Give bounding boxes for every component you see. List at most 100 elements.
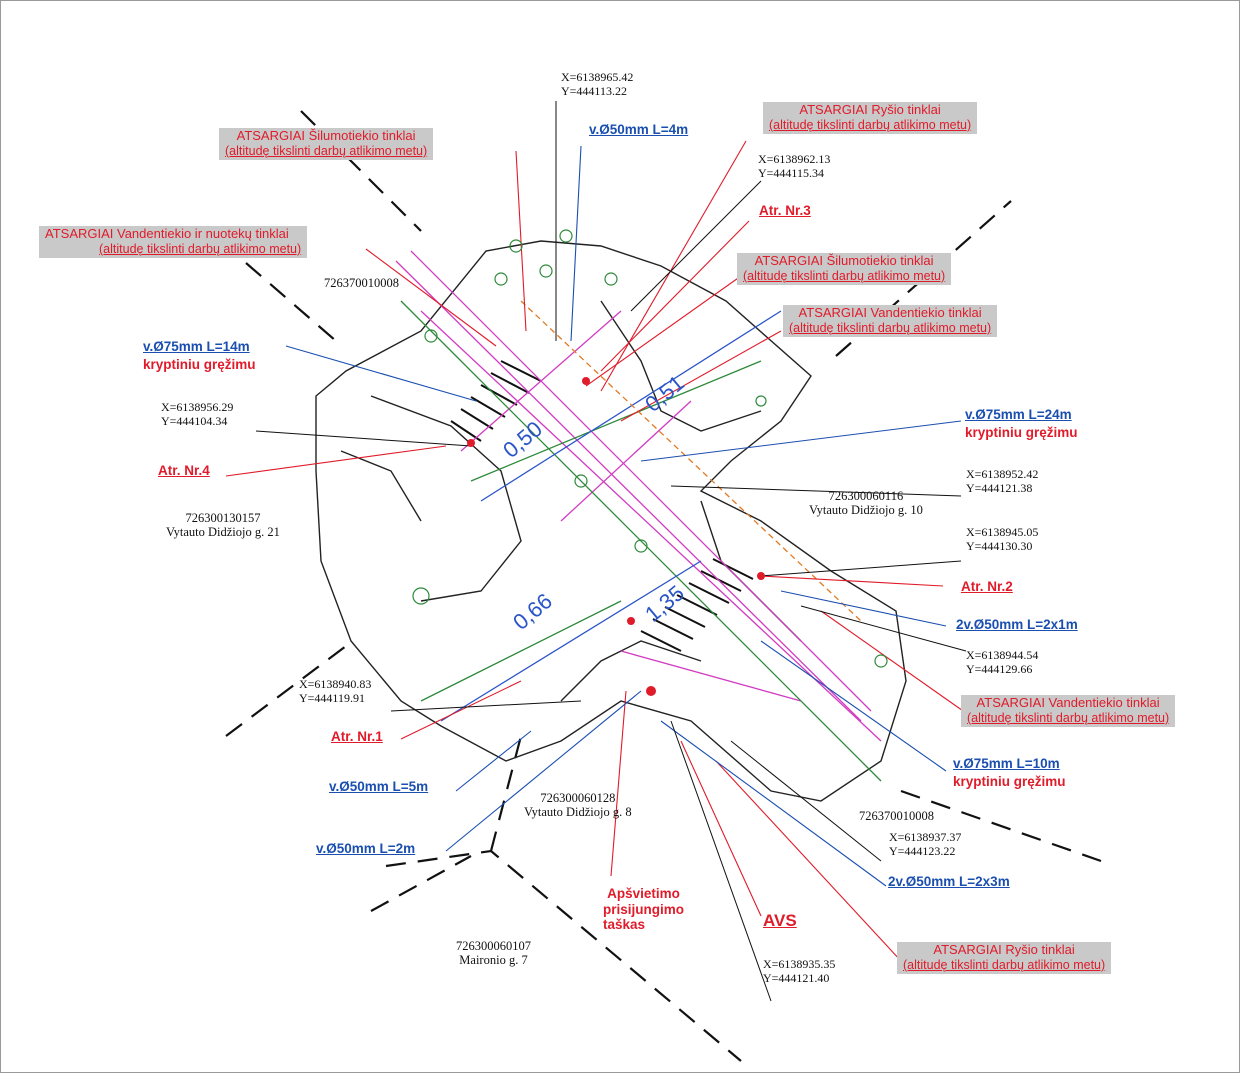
warning-title: ATSARGIAI Šilumotiekio tinklai	[754, 253, 934, 268]
marker-atr-4: Atr. Nr.4	[158, 463, 210, 478]
pipe-label-75-10m: v.Ø75mm L=10m kryptiniu gręžimu	[953, 755, 1066, 792]
pipe-label-50-4m: v.Ø50mm L=4m	[589, 122, 689, 137]
coordinate-8: X=6138937.37 Y=444123.22	[889, 830, 962, 859]
parcel-address: Vytauto Didžiojo g. 10	[809, 503, 923, 518]
leader-lines-black	[255, 101, 967, 1002]
coord-x: X=6138952.42	[966, 467, 1039, 481]
plan-value-135: 1,35	[640, 580, 689, 627]
coord-x: X=6138937.37	[889, 830, 962, 844]
marker-line-3: taškas	[603, 917, 646, 933]
warning-vandentiekio-right: ATSARGIAI Vandentiekio tinklai (altitudę…	[783, 305, 998, 338]
warning-rysio-bottom: ATSARGIAI Ryšio tinklai (altitudę tiksli…	[897, 942, 1112, 975]
coord-y: Y=444123.22	[889, 843, 956, 858]
coord-y: Y=444104.34	[161, 413, 228, 428]
parcel-id: 726370010008	[324, 276, 399, 290]
pipe-method: kryptiniu gręžimu	[143, 357, 256, 373]
parcel-label: 726300060107 Maironio g. 7	[456, 939, 531, 968]
coord-x: X=6138956.29	[161, 400, 234, 414]
warning-note: (altitudę tikslinti darbų atlikimo metu)	[789, 320, 992, 335]
coordinate-9: X=6138935.35 Y=444121.40	[763, 957, 836, 986]
marker-line-2: prisijungimo	[603, 901, 684, 917]
pipe-label-2x50-1m: 2v.Ø50mm L=2x1m	[956, 617, 1078, 632]
warning-note: (altitudę tikslinti darbų atlikimo metu)	[743, 268, 946, 283]
warning-note: (altitudę tikslinti darbų atlikimo metu)	[903, 957, 1106, 972]
coordinate-3: X=6138956.29 Y=444104.34	[161, 400, 234, 429]
parcel-label: 726300130157 Vytauto Didžiojo g. 21	[166, 511, 280, 540]
coord-y: Y=444130.30	[966, 538, 1033, 553]
utility-lines-green	[400, 300, 882, 782]
parcel-label: 726370010008	[324, 276, 399, 290]
coord-y: Y=444115.34	[758, 165, 824, 180]
pipe-method: kryptiniu gręžimu	[953, 774, 1066, 790]
coord-x: X=6138944.54	[966, 648, 1039, 662]
coord-y: Y=444129.66	[966, 661, 1033, 676]
coord-y: Y=444121.38	[966, 480, 1033, 495]
marker-atr-3: Atr. Nr.3	[759, 203, 811, 218]
parcel-id: 726300130157	[185, 511, 261, 525]
pipe-size: v.Ø75mm L=24m	[965, 407, 1072, 422]
pipe-label-75-14m: v.Ø75mm L=14m kryptiniu gręžimu	[143, 338, 256, 375]
coord-y: Y=444119.91	[299, 690, 365, 705]
parcel-id: 726370010008	[859, 809, 934, 823]
warning-note: (altitudę tikslinti darbų atlikimo metu)	[967, 710, 1170, 725]
coord-x: X=6138940.83	[299, 677, 372, 691]
coordinate-4: X=6138952.42 Y=444121.38	[966, 467, 1039, 496]
leader-lines-red	[225, 140, 967, 962]
coord-x: X=6138962.13	[758, 152, 831, 166]
crosswalk-north	[450, 360, 542, 442]
parcel-id: 726300060116	[828, 489, 904, 503]
pipe-label-2x50-3m: 2v.Ø50mm L=2x3m	[888, 874, 1010, 889]
pipe-label-50-2m: v.Ø50mm L=2m	[316, 841, 416, 856]
coord-y: Y=444113.22	[561, 83, 627, 98]
coordinate-7: X=6138940.83 Y=444119.91	[299, 677, 372, 706]
tree-symbols	[412, 229, 888, 668]
pipe-size: v.Ø75mm L=14m	[143, 339, 250, 354]
marker-avs: AVS	[763, 911, 797, 930]
marker-atr-1: Atr. Nr.1	[331, 729, 383, 744]
warning-title: ATSARGIAI Ryšio tinklai	[799, 102, 941, 117]
marker-atr-2: Atr. Nr.2	[961, 579, 1013, 594]
pipe-label-75-24m: v.Ø75mm L=24m kryptiniu gręžimu	[965, 406, 1078, 443]
parcel-address: Vytauto Didžiojo g. 8	[524, 805, 632, 820]
parcel-id: 726300060107	[456, 939, 531, 953]
parcel-id: 726300060128	[540, 791, 616, 805]
parcel-label: 726370010008	[859, 809, 934, 823]
crosswalk-south	[640, 558, 754, 652]
warning-note: (altitudę tikslinti darbų atlikimo metu)	[99, 241, 302, 256]
plan-value-066: 0,66	[508, 588, 557, 635]
warning-silumotiekio-top: ATSARGIAI Šilumotiekio tinklai (altitudę…	[219, 128, 434, 161]
warning-note: (altitudę tikslinti darbų atlikimo metu)	[769, 117, 972, 132]
parcel-address: Vytauto Didžiojo g. 21	[166, 525, 280, 540]
coordinate-5: X=6138945.05 Y=444130.30	[966, 525, 1039, 554]
pipe-label-50-5m: v.Ø50mm L=5m	[329, 779, 429, 794]
marker-line-1: Apšvietimo	[607, 886, 680, 901]
coord-x: X=6138945.05	[966, 525, 1039, 539]
coord-y: Y=444121.40	[763, 970, 830, 985]
pipe-size: v.Ø75mm L=10m	[953, 756, 1060, 771]
warning-vandentiekio-nuotek: ATSARGIAI Vandentiekio ir nuotekų tinkla…	[39, 226, 308, 259]
coordinate-6: X=6138944.54 Y=444129.66	[966, 648, 1039, 677]
parcel-address: Maironio g. 7	[459, 953, 528, 968]
plan-value-050: 0,50	[498, 416, 547, 463]
coord-x: X=6138965.42	[561, 70, 634, 84]
warning-title: ATSARGIAI Vandentiekio tinklai	[798, 305, 982, 320]
coordinate-1: X=6138965.42 Y=444113.22	[561, 70, 634, 99]
coord-x: X=6138935.35	[763, 957, 836, 971]
parcel-label: 726300060116 Vytauto Didžiojo g. 10	[809, 489, 923, 518]
red-markers	[467, 377, 765, 696]
pipe-method: kryptiniu gręžimu	[965, 425, 1078, 441]
coordinate-2: X=6138962.13 Y=444115.34	[758, 152, 831, 181]
warning-title: ATSARGIAI Vandentiekio tinklai	[976, 695, 1160, 710]
warning-rysio-top: ATSARGIAI Ryšio tinklai (altitudę tiksli…	[763, 102, 978, 135]
warning-vandentiekio-lower: ATSARGIAI Vandentiekio tinklai (altitudę…	[961, 695, 1176, 728]
warning-note: (altitudę tikslinti darbų atlikimo metu)	[225, 143, 428, 158]
warning-silumotiekio-right: ATSARGIAI Šilumotiekio tinklai (altitudę…	[737, 253, 952, 286]
utility-lines-orange	[520, 300, 862, 622]
utility-lines-blue	[440, 310, 782, 722]
warning-title: ATSARGIAI Vandentiekio ir nuotekų tinkla…	[45, 226, 289, 241]
warning-title: ATSARGIAI Ryšio tinklai	[933, 942, 1075, 957]
parcel-label: 726300060128 Vytauto Didžiojo g. 8	[524, 791, 632, 820]
warning-title: ATSARGIAI Šilumotiekio tinklai	[236, 128, 416, 143]
